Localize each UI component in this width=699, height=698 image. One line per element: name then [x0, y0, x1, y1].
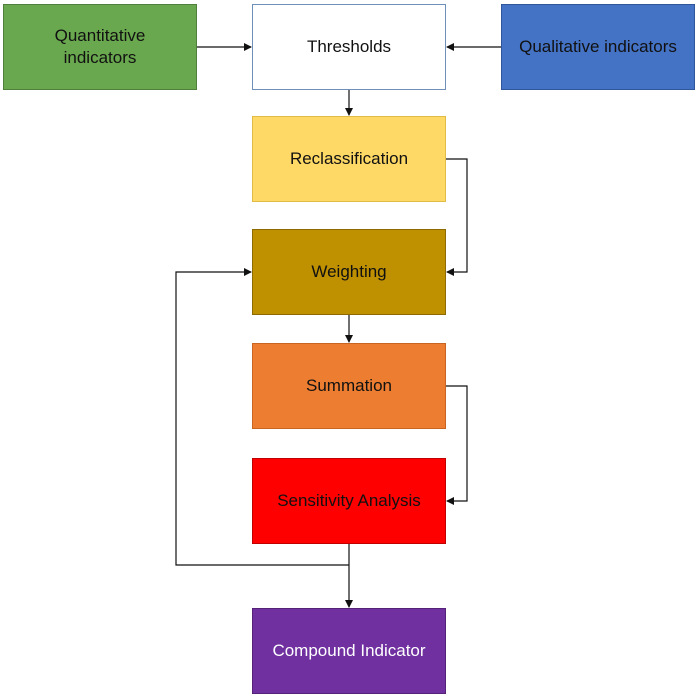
arrow-reclassification-to-weighting — [446, 158, 468, 276]
compound-indicator-label: Compound Indicator — [272, 641, 426, 660]
arrow-summation-to-sensitivity — [446, 385, 468, 505]
quantitative-indicators-line-1: Quantitative — [54, 26, 146, 45]
weighting-box: Weighting — [252, 229, 446, 315]
qualitative-indicators-box: Qualitative indicators — [501, 4, 695, 90]
sensitivity-analysis-label: Sensitivity Analysis — [277, 491, 421, 510]
quantitative-indicators-line-2: indicators — [63, 48, 137, 67]
quantitative-indicators-label: Quantitative indicators — [55, 25, 146, 69]
sensitivity-analysis-box: Sensitivity Analysis — [252, 458, 446, 544]
reclassification-label: Reclassification — [289, 149, 409, 168]
summation-label: Summation — [306, 376, 392, 395]
thresholds-label: Thresholds — [306, 37, 392, 56]
reclassification-box: Reclassification — [252, 116, 446, 202]
summation-box: Summation — [252, 343, 446, 429]
weighting-label: Weighting — [311, 262, 387, 281]
compound-indicator-box: Compound Indicator — [252, 608, 446, 694]
thresholds-box: Thresholds — [252, 4, 446, 90]
qualitative-indicators-label: Qualitative indicators — [519, 37, 677, 56]
quantitative-indicators-box: Quantitative indicators — [3, 4, 197, 90]
